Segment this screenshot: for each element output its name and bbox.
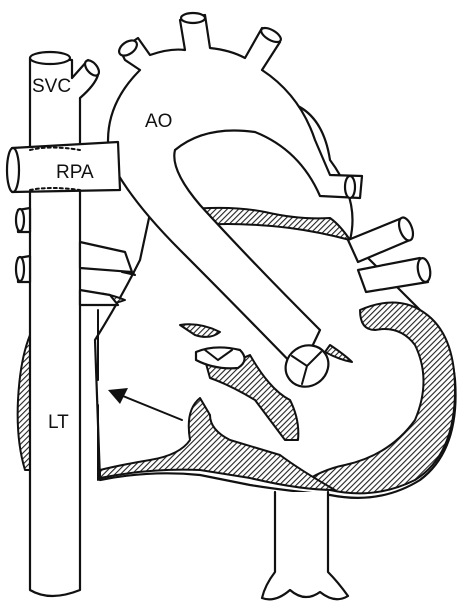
label-ao: AO: [145, 111, 172, 132]
label-svc: SVC: [32, 76, 71, 97]
svc-lateral-tunnel: [30, 52, 102, 596]
label-rpa: RPA: [56, 162, 94, 183]
ivc-vessel: [262, 492, 348, 599]
label-lt: LT: [48, 412, 69, 433]
